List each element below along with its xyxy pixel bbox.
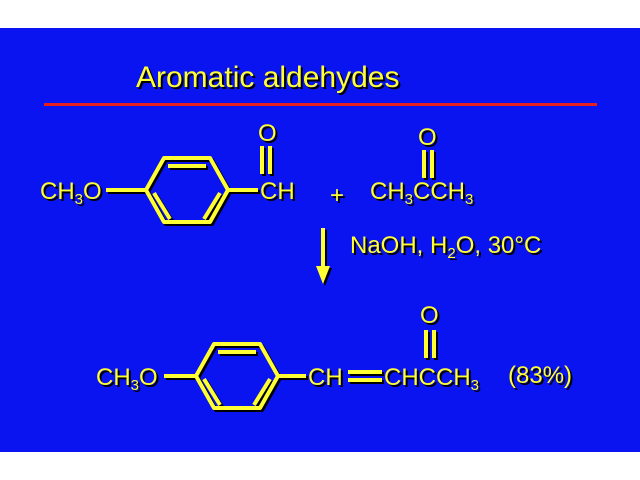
acetone-oxygen: O <box>418 124 437 151</box>
reaction-scheme-drawing <box>106 146 438 412</box>
reaction-yield: (83%) <box>508 362 573 389</box>
product-oxygen: O <box>420 302 439 329</box>
product-ring-double-bond-3 <box>252 377 272 407</box>
bond-lines <box>106 146 436 410</box>
reaction-arrow-head <box>316 266 330 284</box>
ring-double-bond-2 <box>152 191 172 221</box>
ring-double-bond-3 <box>202 191 222 221</box>
ring-double-bond-3-shadow <box>204 193 224 223</box>
methoxy-label-product: CH3O <box>96 364 158 394</box>
title-underline <box>44 103 597 106</box>
methoxy-label-reactant: CH3O <box>40 178 102 208</box>
product-ring-double-bond-3-shadow <box>254 379 274 409</box>
reaction-conditions: NaOH, H2O, 30°C <box>350 232 542 262</box>
product-ch-label: CH <box>308 364 343 391</box>
slide-background: Aromatic aldehydes <box>0 28 640 452</box>
plus-sign: + <box>330 182 345 209</box>
acetone-formula: CH3CCH3 <box>370 178 474 208</box>
aldehyde-ch-label: CH <box>260 178 295 205</box>
product-ring-double-bond-2 <box>202 377 222 407</box>
slide-title: Aromatic aldehydes <box>136 61 400 94</box>
product-chain-label: CHCCH3 <box>384 364 480 394</box>
aldehyde-oxygen: O <box>258 120 277 147</box>
